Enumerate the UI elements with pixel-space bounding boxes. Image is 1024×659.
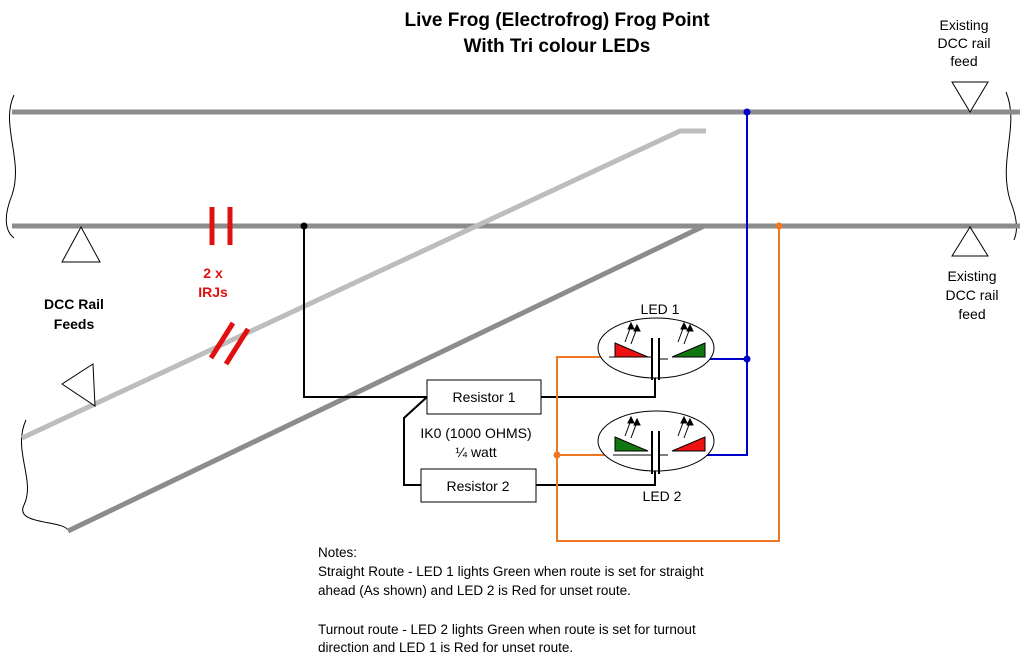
resistor-value-line1: IK0 (1000 OHMS) <box>420 425 531 441</box>
frog-rail-light <box>20 128 706 441</box>
led-1-label: LED 1 <box>641 301 680 317</box>
junction-bottom-rail-black <box>300 222 308 230</box>
notes-line-4: Turnout route - LED 2 lights Green when … <box>318 622 696 637</box>
led-1-green-diode <box>671 342 706 358</box>
led-2-green-diode <box>614 436 649 452</box>
irjs-label-line2: IRJs <box>198 284 228 300</box>
resistor-value-line2: ¼ watt <box>455 444 496 460</box>
junction-top-rail-blue <box>743 108 751 116</box>
diagram-title-line1: Live Frog (Electrofrog) Frog Point <box>404 10 710 31</box>
existing-feed-bottom-triangle <box>951 226 989 257</box>
led-1-outline <box>597 317 715 379</box>
existing-top-line1: Existing <box>939 17 988 33</box>
led-2-red-diode <box>671 436 706 452</box>
existing-bottom-line3: feed <box>958 306 985 322</box>
irj-diverging-right <box>223 327 251 366</box>
rail-break-right <box>1005 91 1017 241</box>
wire-blue <box>668 112 748 456</box>
rail-break-diverging <box>21 419 69 531</box>
junction-led2-orange <box>553 451 561 459</box>
existing-bottom-line2: DCC rail <box>946 287 999 303</box>
diagram-title-line2: With Tri colour LEDs <box>464 36 651 57</box>
irj-diverging-left <box>208 321 236 360</box>
dcc-feed-bottom-rail-triangle <box>61 225 101 263</box>
resistor-1-label: Resistor 1 <box>452 389 515 405</box>
existing-feed-top-triangle <box>951 81 989 113</box>
resistor-1 <box>426 379 542 415</box>
irjs-label-line1: 2 x <box>203 265 223 281</box>
wire-orange-outer <box>556 226 780 542</box>
led-2 <box>597 410 715 474</box>
notes-line-1: Straight Route - LED 1 lights Green when… <box>318 564 704 579</box>
junction-led1-blue <box>743 355 751 363</box>
dcc-feed-diverging-triangle <box>61 363 96 407</box>
led-1-light-arrows <box>624 321 694 345</box>
led-2-light-arrows <box>624 415 694 439</box>
notes-line-5: direction and LED 1 is Red for unset rou… <box>318 640 573 655</box>
wire-black-resistor1-to-led1 <box>541 370 656 398</box>
wire-black-rail-to-resistor1 <box>303 226 427 398</box>
rail-break-left <box>5 94 16 239</box>
wire-black-resistor1-to-resistor2 <box>403 396 428 486</box>
junction-bottom-rail-orange <box>775 222 783 230</box>
led-2-outline <box>597 410 715 472</box>
dcc-feeds-line1: DCC Rail <box>44 296 104 312</box>
dcc-feeds-line2: Feeds <box>54 316 95 332</box>
existing-bottom-line1: Existing <box>947 268 996 284</box>
resistor-2-label: Resistor 2 <box>446 478 509 494</box>
diverging-outer-rail <box>66 223 706 534</box>
led-2-label: LED 2 <box>643 488 682 504</box>
resistor-2 <box>420 468 537 503</box>
led-1 <box>597 317 715 380</box>
notes-line-2: ahead (As shown) and LED 2 is Red for un… <box>318 583 631 598</box>
existing-top-line3: feed <box>950 53 977 69</box>
existing-top-line2: DCC rail <box>938 35 991 51</box>
notes-heading: Notes: <box>318 545 357 560</box>
